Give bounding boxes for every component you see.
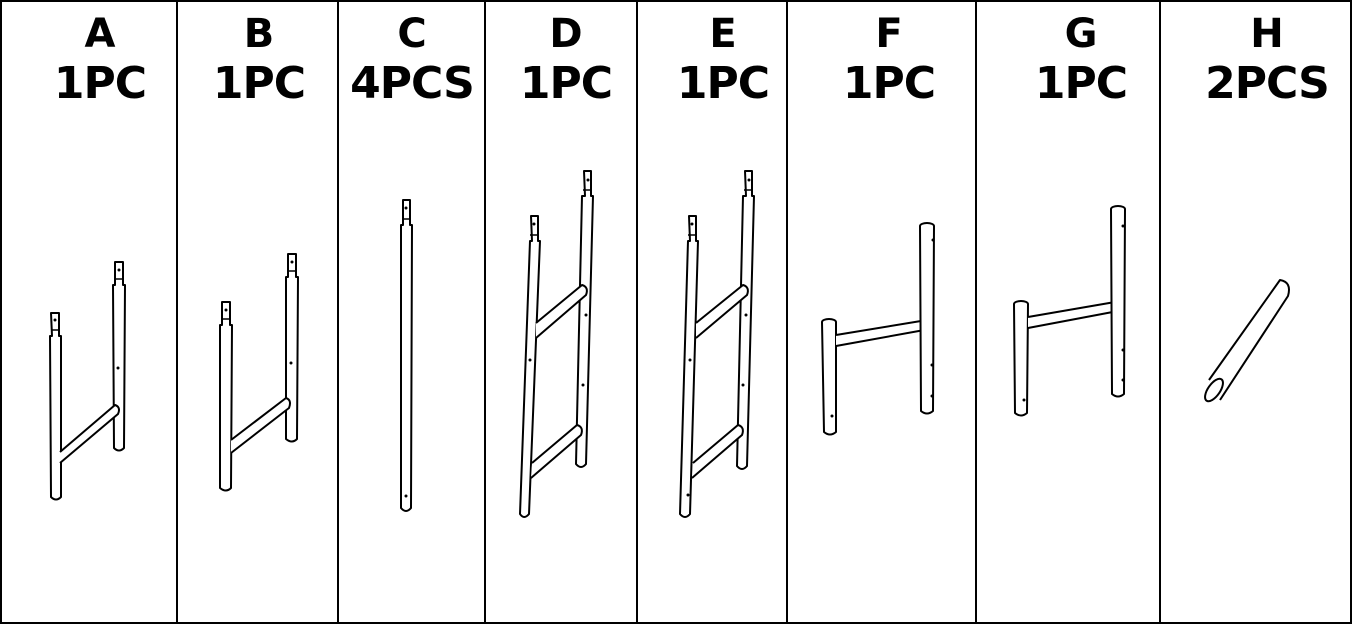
part-f-letter: F xyxy=(875,11,903,57)
part-g-label: G 1PC xyxy=(1018,14,1144,106)
part-e-letter: E xyxy=(709,11,737,57)
part-c-illustration xyxy=(400,199,413,512)
part-b-label: B 1PC xyxy=(196,14,322,106)
part-f-label: F 1PC xyxy=(826,14,952,106)
part-h-letter: H xyxy=(1250,11,1284,57)
part-h-quantity: 2PCS xyxy=(1205,58,1330,109)
part-g-letter: G xyxy=(1064,11,1098,57)
part-d-label: D 1PC xyxy=(503,14,629,106)
part-b-illustration xyxy=(219,253,299,492)
part-c-letter: C xyxy=(397,11,427,57)
part-d-illustration xyxy=(519,170,594,518)
part-g-quantity: 1PC xyxy=(1034,58,1128,109)
part-b-quantity: 1PC xyxy=(212,58,306,109)
part-b-letter: B xyxy=(243,11,275,57)
part-e-illustration xyxy=(679,170,755,518)
part-g-illustration xyxy=(1013,205,1126,417)
part-a-letter: A xyxy=(84,11,116,57)
part-c-label: C 4PCS xyxy=(342,14,482,106)
part-a-illustration xyxy=(49,261,126,501)
part-f-illustration xyxy=(821,222,935,436)
part-c-quantity: 4PCS xyxy=(350,58,475,109)
part-d-quantity: 1PC xyxy=(519,58,613,109)
column-dividers xyxy=(176,0,1161,624)
part-f-quantity: 1PC xyxy=(842,58,936,109)
part-e-label: E 1PC xyxy=(660,14,786,106)
part-labels: A 1PC B 1PC C 4PCS D 1PC E 1PC F 1PC G 1… xyxy=(0,0,1352,140)
part-e-quantity: 1PC xyxy=(676,58,770,109)
part-d-letter: D xyxy=(549,11,583,57)
part-h-illustration xyxy=(1204,279,1290,403)
part-a-quantity: 1PC xyxy=(53,58,147,109)
part-h-label: H 2PCS xyxy=(1192,14,1342,106)
part-a-label: A 1PC xyxy=(40,14,160,106)
